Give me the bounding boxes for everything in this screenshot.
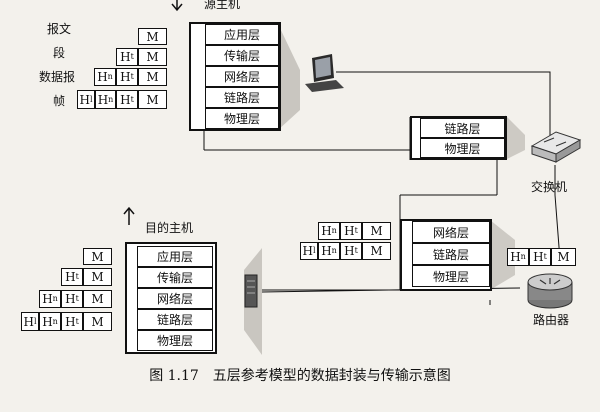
dest-layer-physical: 物理层: [137, 330, 213, 351]
rt-fr-m: M: [362, 242, 391, 260]
dest-host-label: 目的主机: [145, 221, 194, 235]
dest-layer-link: 链路层: [137, 309, 213, 330]
router-layer-network: 网络层: [412, 221, 490, 243]
pdu-name-frame: 帧: [53, 94, 66, 108]
dst-msg-m: M: [83, 248, 112, 265]
figure-caption: 图 1.17 五层参考模型的数据封装与传输示意图: [149, 368, 451, 384]
dest-stack: 应用层 传输层 网络层 链路层 物理层: [125, 242, 217, 354]
source-layer-link: 链路层: [205, 87, 279, 108]
dst-dg-m: M: [83, 290, 112, 308]
router-stack: 网络层 链路层 物理层: [400, 219, 492, 291]
source-stack-shadow: [278, 24, 300, 130]
source-layer-network: 网络层: [205, 66, 279, 87]
source-layer-physical: 物理层: [205, 108, 279, 129]
switch-label: 交换机: [531, 180, 568, 194]
rt2-dg-m: M: [551, 248, 576, 266]
up-arrow-head: [123, 206, 135, 215]
router-layer-physical: 物理层: [412, 265, 490, 287]
dest-layer-application: 应用层: [137, 246, 213, 267]
switch-stack-shadow: [505, 115, 525, 160]
switch-stack: 链路层 物理层: [410, 116, 507, 160]
computer-cable: [336, 71, 551, 150]
dest-layer-transport: 传输层: [137, 267, 213, 288]
pdu-name-segment: 段: [53, 46, 66, 60]
switch-to-router-cable: [554, 165, 561, 261]
source-stack: 应用层 传输层 网络层 链路层 物理层: [189, 22, 281, 131]
server-icon: [244, 274, 258, 308]
source-host-label: 源主机: [204, 0, 241, 11]
rt-dg-m: M: [362, 222, 391, 240]
switch-icon: [530, 131, 582, 163]
source-layer-application: 应用层: [205, 24, 279, 45]
switch-layer-link: 链路层: [420, 118, 505, 138]
computer-icon: [305, 54, 344, 92]
router-label: 路由器: [533, 313, 570, 327]
dst-fr-m: M: [83, 312, 112, 331]
switch-layer-physical: 物理层: [420, 138, 505, 158]
dst-seg-m: M: [83, 268, 112, 286]
router-layer-link: 链路层: [412, 243, 490, 265]
dest-layer-network: 网络层: [137, 288, 213, 309]
src-msg-m: M: [138, 28, 167, 45]
source-layer-transport: 传输层: [205, 45, 279, 66]
router-stack-shadow: [490, 220, 515, 290]
src-fr-m: M: [138, 90, 167, 109]
pdu-name-datagram: 数据报: [39, 70, 76, 84]
src-dg-m: M: [138, 68, 167, 86]
down-arrow-head: [171, 3, 183, 12]
router-icon: [527, 273, 573, 309]
src-seg-m: M: [138, 48, 167, 66]
pdu-name-message: 报文: [47, 22, 72, 36]
